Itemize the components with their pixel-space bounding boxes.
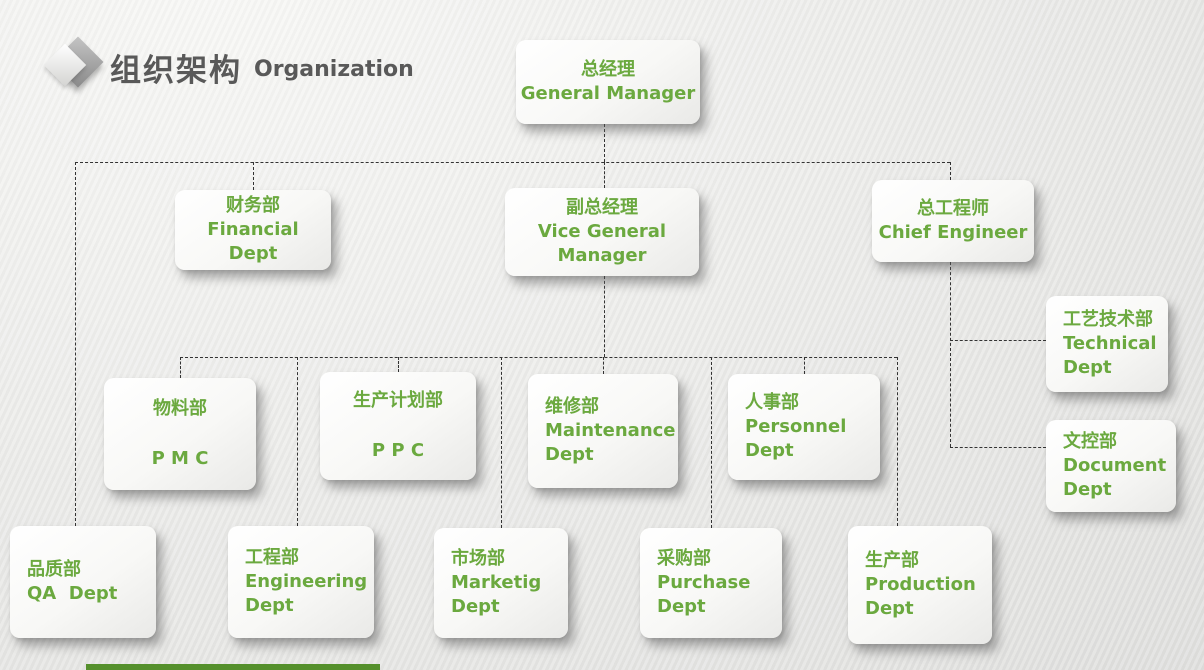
- node-label-en: Dept: [228, 242, 278, 264]
- node-label-en: Marketig: [451, 572, 542, 594]
- connector-financial-drop: [253, 162, 254, 190]
- node-label-zh: 维修部: [545, 396, 599, 418]
- connector-engineering-drop: [297, 357, 298, 526]
- node-label-zh: 采购部: [657, 548, 711, 570]
- node-label-zh: 生产部: [865, 550, 919, 572]
- org-node-engineering: 工程部 Engineering Dept: [228, 526, 374, 638]
- node-label-en: Chief Engineer: [878, 222, 1028, 243]
- node-label-en: Purchase: [657, 572, 751, 594]
- page-title-zh: 组织架构: [110, 52, 242, 89]
- node-label-zh: 文控部: [1063, 431, 1117, 453]
- node-label-en: Document: [1063, 455, 1167, 477]
- connector-vgm-drop: [604, 162, 605, 188]
- connector-pmc-drop: [180, 357, 181, 378]
- org-node-purchase: 采购部 Purchase Dept: [640, 528, 782, 638]
- connector-maintenance-drop: [603, 357, 604, 374]
- connector-ppc-drop: [398, 357, 399, 372]
- node-label-en: P M C: [151, 448, 209, 469]
- org-node-document: 文控部 Document Dept: [1046, 420, 1176, 512]
- node-label-zh: 总经理: [581, 59, 635, 81]
- connector-vgm-stem: [604, 276, 605, 357]
- node-label-en: Vice General: [537, 221, 667, 243]
- connector-gm-stem: [604, 124, 605, 162]
- org-node-maintenance: 维修部 Maintenance Dept: [528, 374, 678, 488]
- connector-ce-drop: [950, 162, 951, 180]
- node-label-en: Financial: [207, 219, 299, 241]
- connector-marketing-drop: [501, 357, 502, 528]
- org-node-technical: 工艺技术部 Technical Dept: [1046, 296, 1168, 392]
- connector-purchase-drop: [711, 357, 712, 528]
- connector-personnel-drop: [804, 357, 805, 374]
- node-label-zh: 财务部: [226, 195, 280, 217]
- org-node-marketing: 市场部 Marketig Dept: [434, 528, 568, 638]
- org-node-financial: 财务部 Financial Dept: [175, 190, 331, 270]
- connector-ce-stem: [950, 262, 951, 447]
- node-label-en: Engineering: [245, 571, 368, 593]
- node-label-en: Dept: [451, 595, 500, 617]
- node-label-en: Dept: [545, 443, 594, 465]
- node-label-zh: 市场部: [451, 548, 505, 570]
- connector-level2-bus: [180, 357, 897, 358]
- org-node-vice-general-manager: 副总经理 Vice General Manager: [505, 188, 699, 276]
- node-label-en: Dept: [1063, 356, 1112, 378]
- footer-accent-bar: [86, 664, 380, 670]
- node-label-en: General Manager: [520, 83, 696, 104]
- slide-header: 组织架构 Organization: [40, 36, 414, 98]
- connector-qa-drop: [75, 162, 76, 526]
- node-label-en: Dept: [745, 439, 794, 461]
- org-node-chief-engineer: 总工程师 Chief Engineer: [872, 180, 1034, 262]
- node-label-zh: 工程部: [245, 547, 299, 569]
- node-label-en: Manager: [557, 244, 647, 266]
- node-label-en: QA Dept: [27, 583, 118, 604]
- node-label-en: Production: [865, 574, 976, 596]
- node-label-zh: 物料部: [153, 398, 207, 420]
- node-label-en: Dept: [657, 595, 706, 617]
- org-node-qa: 品质部 QA Dept: [10, 526, 156, 638]
- node-label-en: Dept: [245, 594, 294, 616]
- node-label-zh: 副总经理: [566, 197, 638, 219]
- node-label-en: Maintenance: [545, 420, 676, 442]
- org-node-ppc: 生产计划部 P P C: [320, 372, 476, 480]
- node-label-en: Dept: [865, 597, 914, 619]
- node-label-en: P P C: [371, 440, 425, 461]
- node-label-zh: 总工程师: [917, 198, 989, 220]
- diamond-icon: [40, 36, 110, 98]
- org-node-general-manager: 总经理 General Manager: [516, 40, 700, 124]
- connector-document-stub: [950, 447, 1046, 448]
- node-label-zh: 工艺技术部: [1063, 309, 1153, 331]
- connector-level1-bus: [75, 162, 950, 163]
- org-node-pmc: 物料部 P M C: [104, 378, 256, 490]
- node-label-en: Dept: [1063, 478, 1112, 500]
- org-node-production: 生产部 Production Dept: [848, 526, 992, 644]
- node-label-zh: 人事部: [745, 392, 799, 414]
- org-node-personnel: 人事部 Personnel Dept: [728, 374, 880, 480]
- page-title-en: Organization: [254, 56, 414, 82]
- connector-technical-stub: [950, 340, 1046, 341]
- node-label-zh: 品质部: [27, 559, 81, 581]
- node-label-en: Personnel: [745, 416, 847, 438]
- node-label-en: Technical: [1063, 333, 1157, 355]
- connector-production-drop: [897, 357, 898, 526]
- node-label-zh: 生产计划部: [353, 390, 443, 412]
